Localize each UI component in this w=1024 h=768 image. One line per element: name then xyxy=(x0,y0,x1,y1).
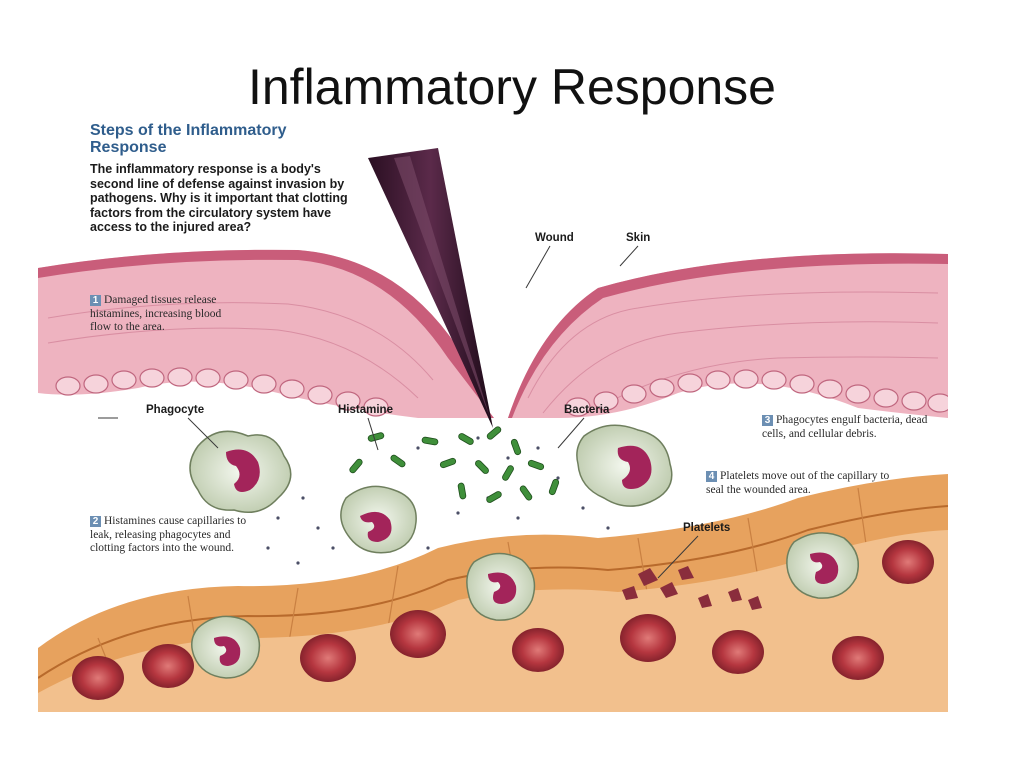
step-4-number: 4 xyxy=(706,471,717,482)
platelets-cluster xyxy=(622,566,762,610)
label-histamine: Histamine xyxy=(338,404,393,416)
red-blood-cells xyxy=(72,540,934,700)
step-1-number: 1 xyxy=(90,295,101,306)
thorn xyxy=(368,148,493,428)
phagocyte-in-capillary-2 xyxy=(466,552,536,621)
step-2-number: 2 xyxy=(90,516,101,527)
figure-intro: The inflammatory response is a body's se… xyxy=(90,162,348,234)
label-phagocyte: Phagocyte xyxy=(146,404,205,416)
label-skin: Skin xyxy=(626,232,651,244)
phagocyte-right xyxy=(576,424,673,507)
epidermis-left xyxy=(38,249,494,418)
tissue-texture xyxy=(47,291,939,414)
phagocyte-center xyxy=(340,485,417,554)
diagram-illustration xyxy=(38,118,948,712)
step-4-text: Platelets move out of the capillary to s… xyxy=(706,470,890,496)
basal-cell-row xyxy=(55,367,948,417)
step-2-text: Histamines cause capillaries to leak, re… xyxy=(90,515,247,554)
step-1-text: Damaged tissues release histamines, incr… xyxy=(90,294,222,333)
label-wound: Wound xyxy=(535,232,574,244)
leader-lines xyxy=(98,245,699,579)
figure-heading: Steps of the Inflammatory Response xyxy=(90,122,287,156)
slide-title: Inflammatory Response xyxy=(247,59,776,115)
thorn-highlight xyxy=(394,156,490,418)
phagocyte-in-capillary-1 xyxy=(191,615,261,679)
step-3-number: 3 xyxy=(762,415,773,426)
label-platelets: Platelets xyxy=(683,522,731,534)
step-3-text: Phagocytes engulf bacteria, dead cells, … xyxy=(762,414,928,440)
phagocyte-left xyxy=(189,430,292,513)
phagocyte-in-capillary-3 xyxy=(786,532,859,599)
inflammatory-response-diagram: Steps of the Inflammatory Response The i… xyxy=(38,118,948,712)
label-bacteria: Bacteria xyxy=(564,404,610,416)
